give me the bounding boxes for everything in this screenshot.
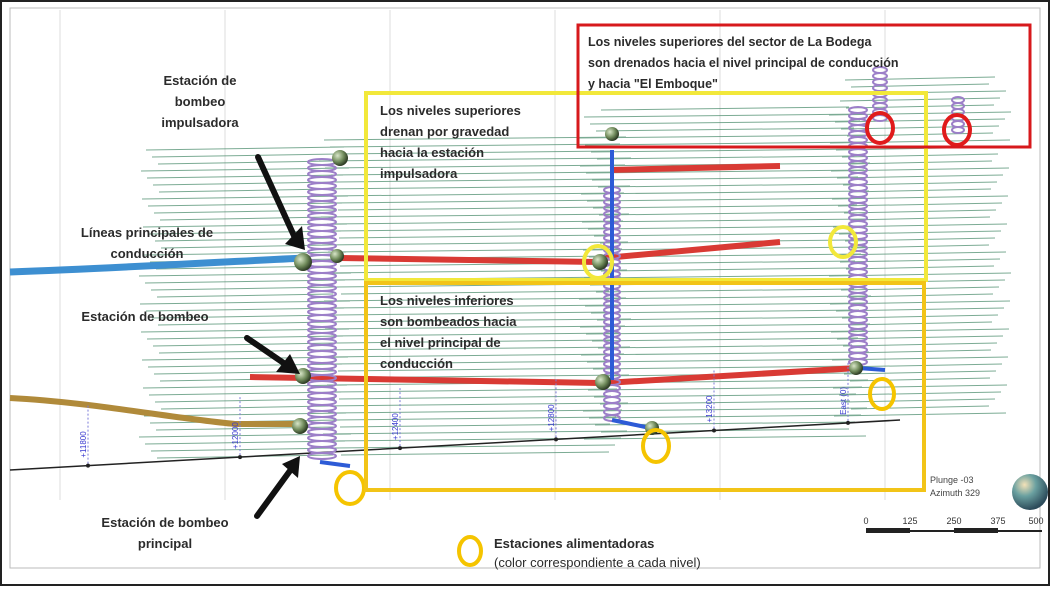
- station-label: +11800: [79, 431, 88, 458]
- scale-tick-500: 500: [1028, 516, 1043, 526]
- section-base-line: [9, 419, 901, 471]
- node-principal: [292, 418, 308, 434]
- drift-lines: [138, 76, 1012, 459]
- lower-levels-box: [364, 281, 926, 492]
- label-estacion-bombeo: Estación de bombeo: [81, 309, 209, 324]
- station-label: +12400: [391, 413, 400, 440]
- view-panel: [9, 7, 1041, 569]
- station-label: +12000: [231, 422, 240, 449]
- azimuth-text: Azimuth 329: [930, 488, 980, 498]
- node-impulsora: [294, 253, 312, 271]
- legend-title: Estaciones alimentadoras: [494, 536, 655, 551]
- la-bodega-box: [576, 23, 1032, 149]
- station-label: +13200: [705, 395, 714, 422]
- station-label: East (0): [839, 387, 848, 415]
- plunge-text: Plunge -03: [930, 475, 974, 485]
- scale-bar: 0 125 250 375 500: [863, 516, 1044, 533]
- scale-tick-125: 125: [902, 516, 917, 526]
- pump-station-nodes: [292, 127, 863, 435]
- legend-subtitle: (color correspondiente a cada nivel): [494, 555, 701, 570]
- scale-tick-0: 0: [863, 516, 868, 526]
- legend-feeder-icon: [457, 535, 483, 567]
- callout-arrows: [244, 154, 305, 519]
- scale-tick-250: 250: [946, 516, 961, 526]
- main-conduction-line-blue: [9, 254, 306, 276]
- la-bodega-circles: [865, 111, 972, 147]
- station-markers: +11800 +12000 +12400 +12800 +13200 East (0): [79, 362, 850, 468]
- label-la-bodega: Los niveles superiores del sector de La …: [588, 35, 899, 91]
- orientation-globe-icon: [1012, 474, 1048, 510]
- scale-tick-375: 375: [990, 516, 1005, 526]
- main-conduction-line-brown: [9, 395, 300, 427]
- node-upper-impulsora: [332, 150, 348, 166]
- upper-levels-box: [364, 91, 928, 282]
- station-label: +12800: [547, 404, 556, 431]
